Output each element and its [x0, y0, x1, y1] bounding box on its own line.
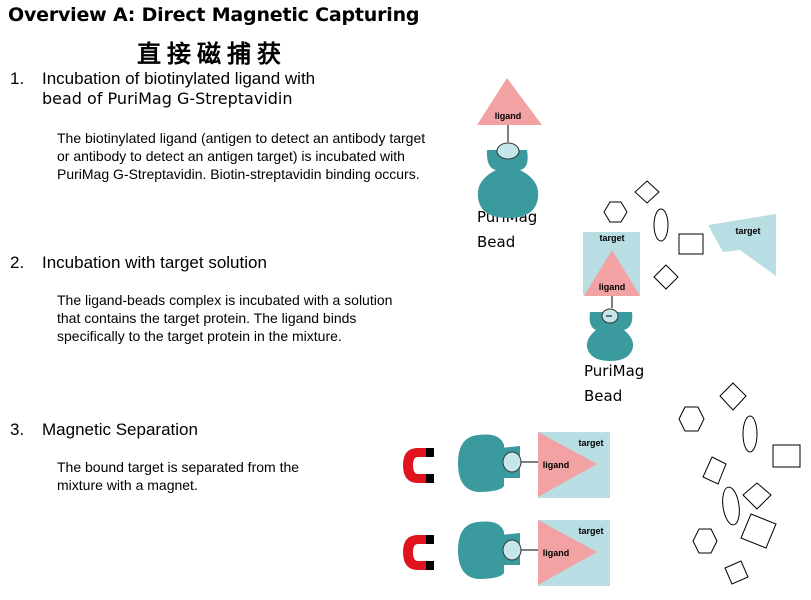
bead-label-2-line-2: Bead: [584, 387, 623, 405]
step-2-complex: target ligand: [583, 232, 640, 361]
bead: [458, 521, 504, 579]
oval-shape: [722, 486, 740, 526]
step-1-description: The biotinylated ligand (antigen to dete…: [57, 130, 426, 182]
step-1-complex: ligand: [477, 78, 542, 218]
biotin-circle: [496, 142, 520, 160]
free-target: target: [708, 214, 776, 276]
bead: [458, 434, 504, 492]
ligand-label: ligand: [543, 460, 570, 470]
bead-label-2-line-1: PuriMag: [584, 362, 645, 380]
step-1-title-line-2: bead of PuriMag G-Streptavidin: [42, 89, 293, 108]
target-label: target: [735, 226, 760, 236]
bead-label-1-line-2: Bead: [477, 233, 516, 251]
hexagon-shape: [603, 201, 628, 223]
target-label: target: [599, 233, 624, 243]
magnet-icon: [403, 535, 434, 570]
ligand-triangle: [538, 432, 597, 497]
magnet-icon: [403, 448, 434, 483]
page-title: Overview A: Direct Magnetic Capturing: [8, 4, 420, 26]
oval-shape: [742, 415, 758, 453]
hexagon-shape: [692, 528, 718, 554]
step-2-number: 2.: [10, 253, 25, 272]
mixture-shapes-step-2: [603, 180, 704, 290]
bead: [586, 312, 634, 361]
ligand-triangle: [584, 250, 640, 296]
square-shape: [724, 560, 749, 585]
target-label: target: [578, 526, 603, 536]
ligand-label: ligand: [543, 548, 570, 558]
biotin-circle: [502, 539, 522, 561]
step-1-title-line-1: Incubation of biotinylated ligand with: [42, 69, 316, 88]
page-subtitle: 直接磁捕获: [137, 40, 287, 68]
square-shape: [772, 444, 801, 468]
step-2-title: Incubation with target solution: [42, 253, 267, 272]
diamond-shape: [719, 382, 747, 411]
bead: [477, 150, 539, 218]
hexagon-shape: [678, 406, 705, 432]
captured-complex: target ligand: [458, 432, 610, 498]
step-3-description: The bound target is separated from the m…: [57, 459, 300, 493]
square-shape: [740, 513, 777, 549]
bead-label-2: PuriMag Bead: [584, 359, 644, 409]
biotin-circle: [502, 451, 522, 473]
ligand-triangle: [477, 78, 542, 125]
diamond-shape: [653, 264, 679, 290]
ligand-triangle: [538, 520, 597, 585]
mixture-shapes-step-3: [678, 382, 801, 585]
target-shape: [708, 214, 776, 276]
square-shape: [678, 233, 704, 255]
captured-complex: target ligand: [458, 520, 610, 586]
ligand-label: ligand: [599, 282, 626, 292]
step-3-number: 3.: [10, 420, 25, 439]
target-label: target: [578, 438, 603, 448]
step-1-number: 1.: [10, 69, 25, 88]
diamond-shape: [634, 180, 660, 204]
step-1-title: Incubation of biotinylated ligand with b…: [42, 69, 315, 109]
step-2-description: The ligand-beads complex is incubated wi…: [57, 292, 393, 344]
oval-shape: [653, 208, 669, 242]
diamond-shape: [742, 482, 772, 510]
step-3-title: Magnetic Separation: [42, 420, 198, 439]
ligand-label: ligand: [495, 111, 522, 121]
square-shape: [702, 456, 727, 485]
